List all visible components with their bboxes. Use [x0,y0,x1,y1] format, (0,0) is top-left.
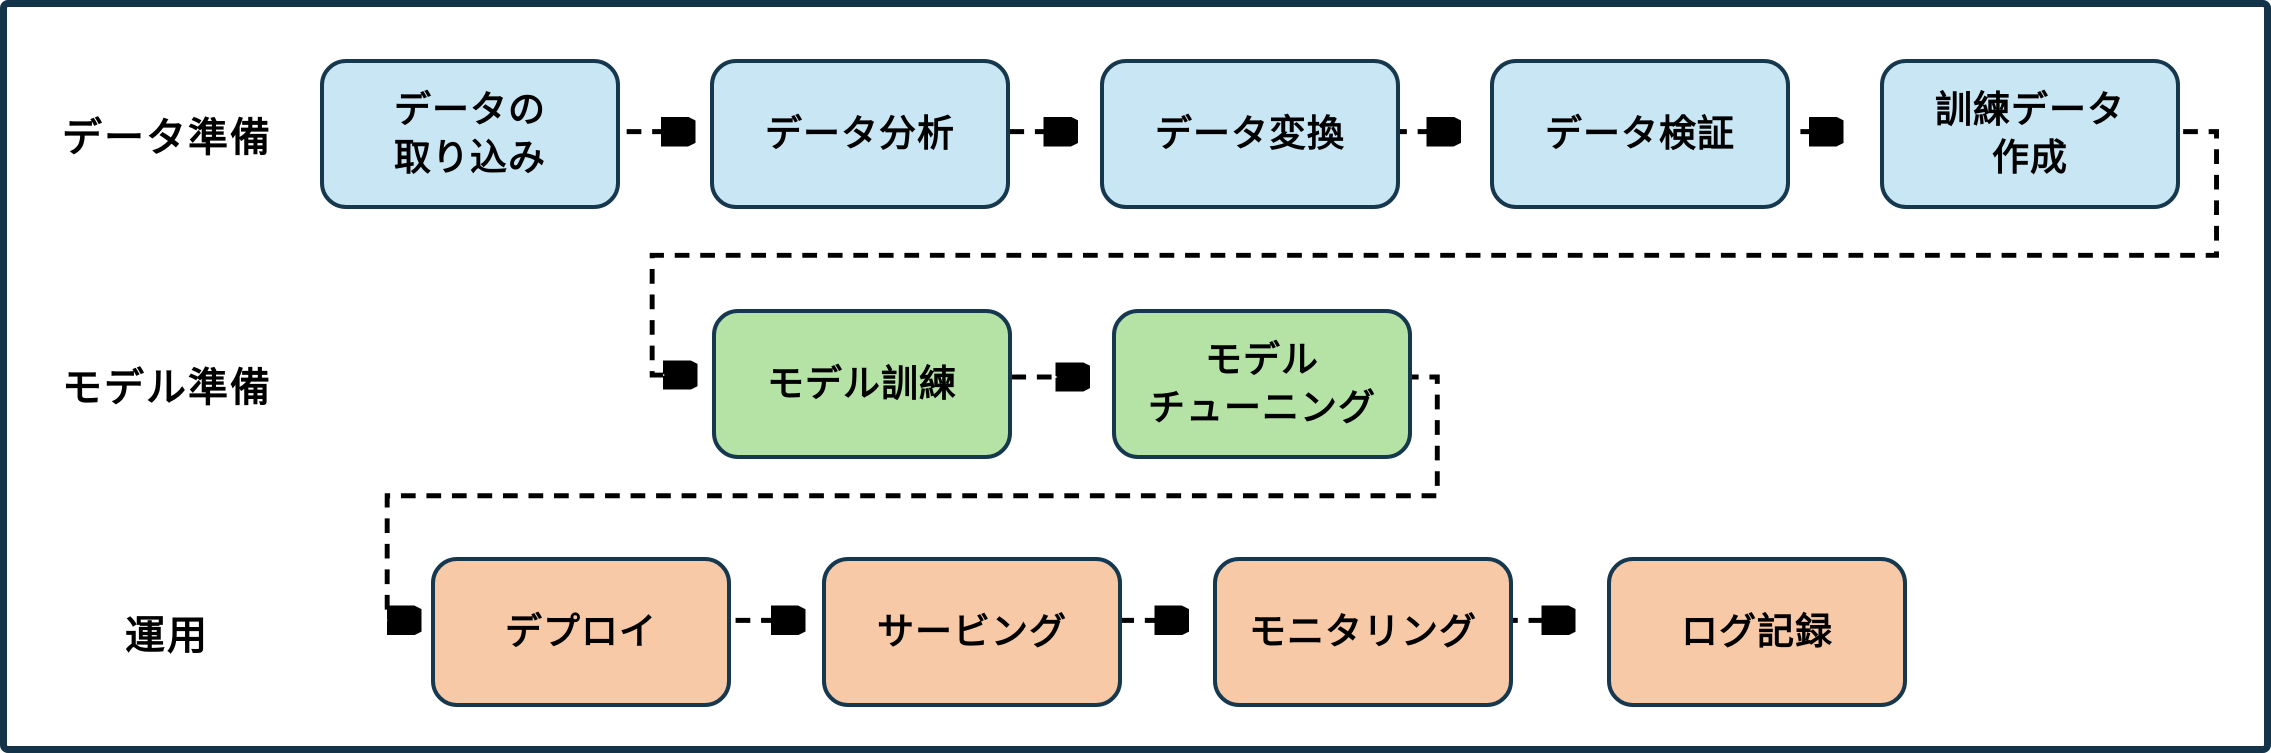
flow-node-deploy: デプロイ [431,557,731,707]
flow-node-logging: ログ記録 [1607,557,1907,707]
flow-node-monitoring: モニタリング [1213,557,1513,707]
flow-node-data-validation: データ検証 [1490,59,1790,209]
row-label-data-preparation: データ準備 [62,115,272,161]
flow-node-training-data-creation: 訓練データ 作成 [1880,59,2180,209]
flow-node-data-ingestion: データの 取り込み [320,59,620,209]
flow-node-data-transform: データ変換 [1100,59,1400,209]
flow-node-data-analysis: データ分析 [710,59,1010,209]
row-label-model-preparation: モデル準備 [62,365,272,411]
row-label-operations: 運用 [125,613,209,659]
flow-node-model-tuning: モデル チューニング [1112,309,1412,459]
flow-node-serving: サービング [822,557,1122,707]
flow-node-model-training: モデル訓練 [712,309,1012,459]
